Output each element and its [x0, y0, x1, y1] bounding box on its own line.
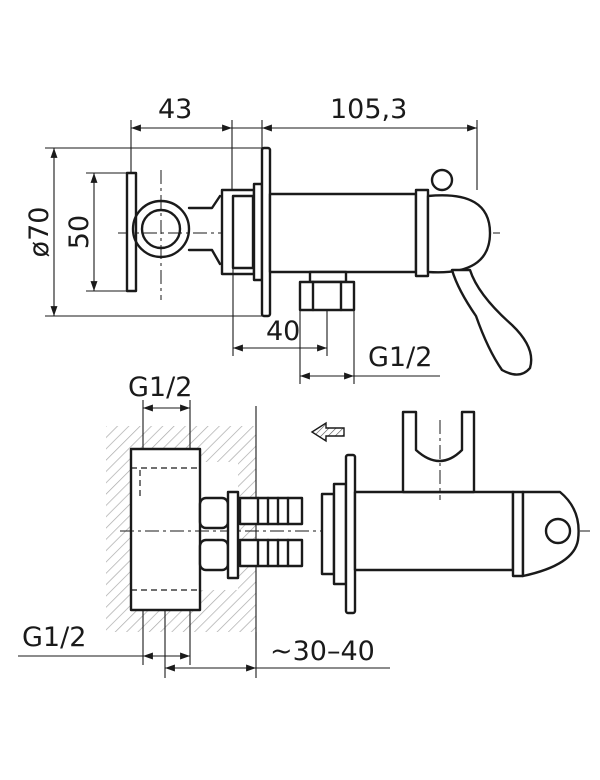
bottom-view: G1/2 G1/2 ~30–40 [18, 372, 590, 678]
handle-lever [450, 268, 533, 376]
dim-105-label: 105,3 [330, 94, 407, 125]
handle-knob [430, 168, 454, 192]
stub-flange [226, 490, 240, 580]
main-tube [268, 192, 418, 274]
top-view: 43 105,3 ø70 50 40 G1/2 [24, 94, 533, 384]
adapter-lower [238, 538, 304, 568]
insertion-arrow-icon [310, 421, 345, 443]
pipe-stub-upper [198, 496, 230, 530]
shower-holder [401, 410, 476, 494]
right-cover-rosette [344, 453, 357, 615]
dim-70-label: ø70 [24, 207, 55, 258]
valve-body-inner [231, 194, 255, 270]
ring-connector-bottom [187, 248, 222, 266]
dim-30-40-label: ~30–40 [270, 636, 375, 667]
outlet-neck [308, 270, 348, 284]
dim-50-label: 50 [64, 215, 95, 249]
dim-g12-mid-label: G1/2 [128, 372, 192, 403]
handle-hub [426, 194, 492, 274]
embedded-box [129, 447, 202, 612]
pipe-stub-lower [198, 538, 230, 572]
hook-ring-inner [140, 208, 182, 250]
right-body-step [332, 482, 348, 586]
adapter-upper [238, 496, 304, 526]
dim-g12-low-label: G1/2 [22, 622, 86, 653]
outlet-hex-nut [298, 280, 356, 312]
wall-hatch [106, 426, 256, 632]
right-handle-end [544, 517, 572, 545]
dim-40-label: 40 [266, 316, 300, 347]
handle-collar [414, 188, 430, 278]
hook-ring-outer [131, 199, 191, 259]
right-hub-collar [511, 490, 525, 578]
right-body-nut [320, 492, 336, 576]
right-main-tube [353, 490, 515, 572]
dim-g12-top-label: G1/2 [368, 342, 432, 373]
rear-flange-plate [125, 171, 138, 293]
dim-43-label: 43 [158, 94, 192, 125]
threaded-adapters [238, 496, 304, 568]
ring-connector-top [187, 194, 222, 210]
